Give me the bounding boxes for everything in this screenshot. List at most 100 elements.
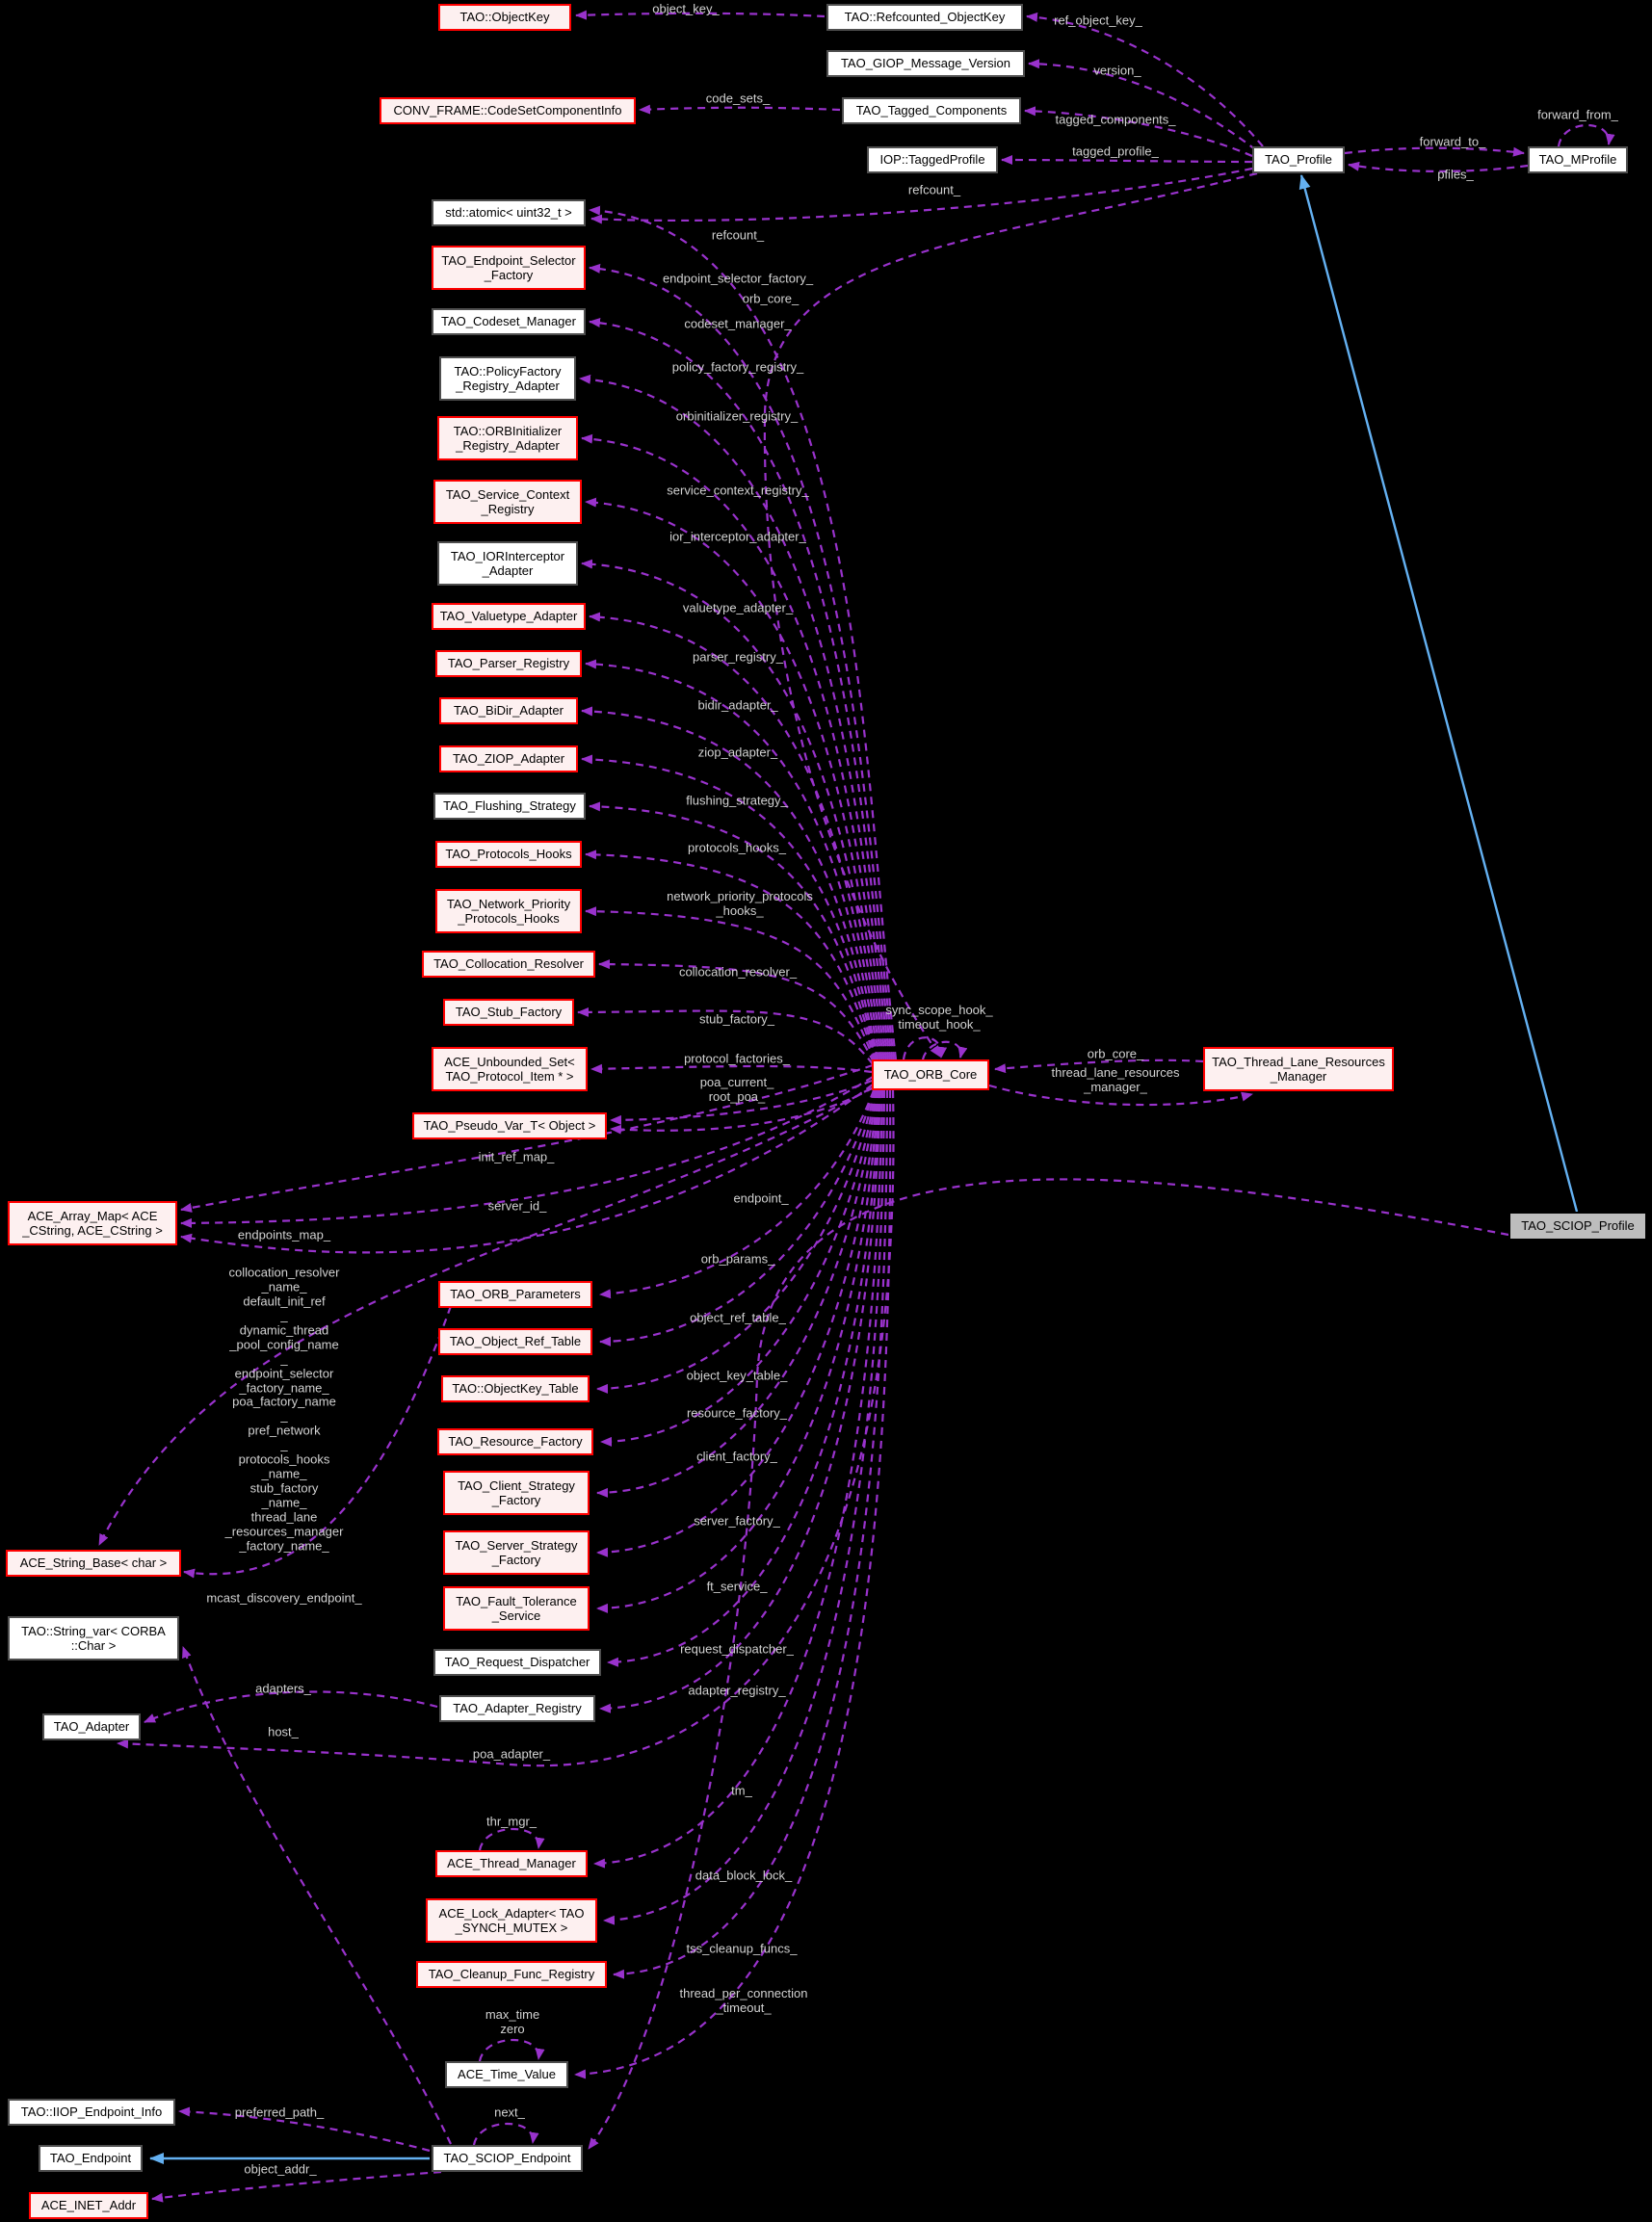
edge-collocation-resolver xyxy=(598,959,875,1063)
class-node-ace-inet-addr[interactable]: ACE_INET_Addr xyxy=(29,2192,148,2219)
class-node-tao-endpoint[interactable]: TAO_Endpoint xyxy=(39,2145,143,2172)
edge-resource-factory xyxy=(600,1089,878,1447)
edge-server-id xyxy=(180,1076,874,1228)
edge-label-valuetype-adapter: valuetype_adapter_ xyxy=(682,600,794,615)
class-node-ace-unbounded-set-protocol-item[interactable]: ACE_Unbounded_Set< TAO_Protocol_Item * > xyxy=(432,1047,588,1091)
class-node-tao-endpoint-selector-factory[interactable]: TAO_Endpoint_Selector _Factory xyxy=(432,246,586,290)
edge-label-codeset-manager: codeset_manager_ xyxy=(684,316,792,331)
edge-version xyxy=(1028,59,1257,151)
class-node-tao-mprofile[interactable]: TAO_MProfile xyxy=(1528,146,1628,173)
edge-thread-per-connection-timeout xyxy=(574,1089,892,2079)
class-node-conv-frame-codesetcomponentinfo[interactable]: CONV_FRAME::CodeSetComponentInfo xyxy=(380,97,636,124)
class-node-tao-giop-message-version[interactable]: TAO_GIOP_Message_Version xyxy=(826,50,1025,77)
class-node-tao-flushing-strategy[interactable]: TAO_Flushing_Strategy xyxy=(433,793,586,820)
class-node-tao-sciop-profile[interactable]: TAO_SCIOP_Profile xyxy=(1508,1212,1647,1241)
class-node-tao-codeset-manager[interactable]: TAO_Codeset_Manager xyxy=(432,308,586,335)
edge-ior-interceptor-adapter xyxy=(581,559,886,1060)
class-node-tao-collocation-resolver[interactable]: TAO_Collocation_Resolver xyxy=(422,951,595,978)
class-node-tao-string-var-corba-char[interactable]: TAO::String_var< CORBA ::Char > xyxy=(8,1616,179,1660)
class-node-iop-taggedprofile[interactable]: IOP::TaggedProfile xyxy=(867,146,998,173)
class-node-tao-stub-factory[interactable]: TAO_Stub_Factory xyxy=(443,999,574,1026)
edge-object-key xyxy=(575,10,826,20)
class-node-tao-request-dispatcher[interactable]: TAO_Request_Dispatcher xyxy=(433,1649,601,1676)
class-node-tao-tagged-components[interactable]: TAO_Tagged_Components xyxy=(842,97,1021,124)
class-node-tao-pseudo-var-t-object[interactable]: TAO_Pseudo_Var_T< Object > xyxy=(412,1112,607,1139)
edge-orbinitializer-registry xyxy=(581,433,890,1060)
class-node-tao-parser-registry[interactable]: TAO_Parser_Registry xyxy=(435,650,582,677)
class-node-tao-adapter[interactable]: TAO_Adapter xyxy=(42,1713,141,1740)
edge-label-string-members: collocation_resolver _name_ default_init… xyxy=(224,1265,344,1554)
class-node-ace-time-value[interactable]: ACE_Time_Value xyxy=(445,2061,568,2088)
edge-endpoint-selector-factory xyxy=(589,263,896,1060)
edge-service-context-registry xyxy=(585,497,888,1060)
class-node-tao-adapter-registry[interactable]: TAO_Adapter_Registry xyxy=(439,1695,595,1722)
class-node-tao-object-ref-table[interactable]: TAO_Object_Ref_Table xyxy=(438,1328,592,1355)
edge-orb-core-profile xyxy=(763,171,1258,1058)
class-node-tao-orbinitializer-registry-adapter[interactable]: TAO::ORBInitializer _Registry_Adapter xyxy=(437,416,578,460)
edge-policy-factory-registry xyxy=(579,374,892,1060)
class-node-tao-iorinterceptor-adapter[interactable]: TAO_IORInterceptor _Adapter xyxy=(437,541,578,586)
class-node-tao-refcounted-objectkey[interactable]: TAO::Refcounted_ObjectKey xyxy=(826,4,1023,31)
usage-edges xyxy=(98,10,1615,2203)
edge-label-refcount-profile: refcount_ xyxy=(907,182,961,197)
class-node-tao-client-strategy-factory[interactable]: TAO_Client_Strategy _Factory xyxy=(443,1471,590,1515)
class-node-tao-valuetype-adapter[interactable]: TAO_Valuetype_Adapter xyxy=(432,603,586,630)
class-node-tao-protocols-hooks[interactable]: TAO_Protocols_Hooks xyxy=(435,841,582,868)
class-node-tao-thread-lane-resources-manager[interactable]: TAO_Thread_Lane_Resources _Manager xyxy=(1203,1047,1394,1091)
edge-label-tagged-profile: tagged_profile_ xyxy=(1072,144,1159,159)
class-node-tao-profile[interactable]: TAO_Profile xyxy=(1252,146,1345,173)
edge-label-ft-service: ft_service_ xyxy=(706,1579,768,1594)
edge-preferred-path xyxy=(178,2106,431,2153)
edge-valuetype-adapter xyxy=(589,612,884,1060)
edge-label-server-id: server_id_ xyxy=(487,1198,547,1214)
edge-label-collocation-resolver: collocation_resolver_ xyxy=(678,964,798,980)
edge-tm xyxy=(593,1089,884,1869)
edge-label-adapters: adapters_ xyxy=(255,1681,311,1696)
edge-server-factory xyxy=(596,1089,879,1557)
class-node-tao-resource-factory[interactable]: TAO_Resource_Factory xyxy=(437,1428,593,1455)
edge-label-pfiles: pfiles_ xyxy=(1437,167,1474,182)
class-node-ace-array-map-cstring[interactable]: ACE_Array_Map< ACE _CString, ACE_CString… xyxy=(8,1201,177,1245)
edge-endpoints-map xyxy=(180,1084,874,1254)
edge-ziop-adapter xyxy=(581,754,879,1060)
edge-request-dispatcher xyxy=(607,1089,881,1667)
edge-refcount-orb xyxy=(589,205,898,1060)
edge-label-server-factory: server_factory_ xyxy=(694,1513,780,1529)
class-node-tao-service-context-registry[interactable]: TAO_Service_Context _Registry xyxy=(433,480,582,524)
class-node-tao-server-strategy-factory[interactable]: TAO_Server_Strategy _Factory xyxy=(443,1530,590,1575)
edge-string-members xyxy=(98,1087,872,1546)
class-node-std-atomic-uint32[interactable]: std::atomic< uint32_t > xyxy=(432,199,586,226)
edge-sciop-profile-inherits-profile xyxy=(1298,174,1579,1213)
class-node-tao-orb-parameters[interactable]: TAO_ORB_Parameters xyxy=(438,1281,592,1308)
edge-label-thread-per-connection-timeout: thread_per_connection _timeout_ xyxy=(679,1986,808,2015)
class-node-tao-policyfactory-registry-adapter[interactable]: TAO::PolicyFactory _Registry_Adapter xyxy=(439,356,576,401)
class-node-ace-thread-manager[interactable]: ACE_Thread_Manager xyxy=(435,1850,588,1877)
class-node-tao-orb-core[interactable]: TAO_ORB_Core xyxy=(872,1059,989,1090)
class-node-tao-ziop-adapter[interactable]: TAO_ZIOP_Adapter xyxy=(439,745,578,772)
edge-label-parser-registry: parser_registry_ xyxy=(693,649,783,665)
edge-pfiles xyxy=(1348,161,1529,172)
class-node-tao-objectkey[interactable]: TAO::ObjectKey xyxy=(438,4,571,31)
class-node-tao-cleanup-func-registry[interactable]: TAO_Cleanup_Func_Registry xyxy=(416,1961,607,1988)
edge-label-thread-lane-resources-manager: thread_lane_resources _manager_ xyxy=(1051,1065,1180,1094)
class-node-tao-fault-tolerance-service[interactable]: TAO_Fault_Tolerance _Service xyxy=(443,1586,590,1631)
edge-sync-scope-hook-loop xyxy=(902,1036,948,1060)
class-node-tao-sciop-endpoint[interactable]: TAO_SCIOP_Endpoint xyxy=(432,2145,583,2172)
class-node-ace-string-base-char[interactable]: ACE_String_Base< char > xyxy=(6,1550,181,1577)
class-node-tao-bidir-adapter[interactable]: TAO_BiDir_Adapter xyxy=(439,697,578,724)
edge-host xyxy=(181,1646,452,2145)
edge-label-resource-factory: resource_factory_ xyxy=(686,1405,788,1421)
edge-label-orb-core-profile: orb_core_ xyxy=(742,291,800,306)
class-node-tao-network-priority-protocols-hooks[interactable]: TAO_Network_Priority _Protocols_Hooks xyxy=(435,889,582,933)
edge-label-stub-factory: stub_factory_ xyxy=(698,1011,775,1027)
edge-label-ior-interceptor-adapter: ior_interceptor_adapter_ xyxy=(669,529,806,544)
edge-poa-adapter xyxy=(117,1089,895,1767)
class-node-tao-objectkey-table[interactable]: TAO::ObjectKey_Table xyxy=(441,1375,590,1402)
edge-timeout-hook-loop xyxy=(921,1040,968,1060)
class-node-ace-lock-adapter-synch-mutex[interactable]: ACE_Lock_Adapter< TAO _SYNCH_MUTEX > xyxy=(426,1898,597,1943)
edge-adapter-registry xyxy=(599,1089,882,1713)
edge-label-adapter-registry: adapter_registry_ xyxy=(688,1683,786,1698)
class-node-tao-iiop-endpoint-info[interactable]: TAO::IIOP_Endpoint_Info xyxy=(8,2099,175,2126)
edge-label-max-time-zero: max_time zero xyxy=(485,2007,540,2036)
edge-object-key-table xyxy=(596,1089,877,1394)
